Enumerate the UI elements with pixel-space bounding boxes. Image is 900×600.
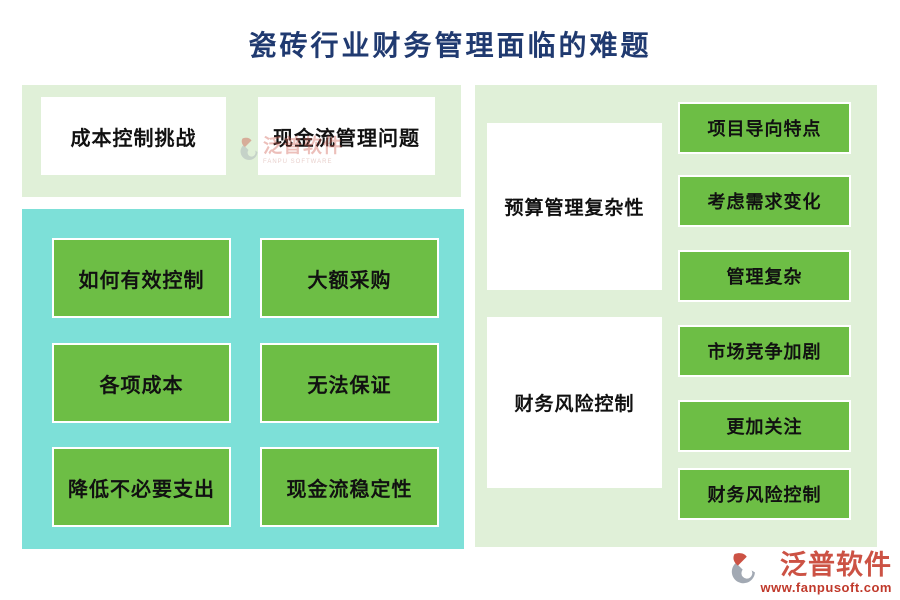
page-title: 瓷砖行业财务管理面临的难题 bbox=[248, 30, 652, 61]
item-large-purchase: 大额采购 bbox=[260, 238, 439, 318]
item-project-oriented: 项目导向特点 bbox=[678, 102, 851, 154]
card-financial-risk: 财务风险控制 bbox=[487, 317, 662, 488]
item-cannot-guarantee: 无法保证 bbox=[260, 343, 439, 423]
footer-brand: 泛普软件 www.fanpusoft.com bbox=[727, 552, 892, 594]
footer-brand-text: 泛普软件 bbox=[780, 550, 892, 580]
item-complex-management: 管理复杂 bbox=[678, 250, 851, 302]
card-cashflow-management: 现金流管理问题 bbox=[258, 97, 435, 175]
footer-brand-url: www.fanpusoft.com bbox=[760, 580, 892, 595]
item-demand-changes: 考虑需求变化 bbox=[678, 175, 851, 227]
item-various-costs: 各项成本 bbox=[52, 343, 231, 423]
item-market-competition: 市场竞争加剧 bbox=[678, 325, 851, 377]
item-risk-control: 财务风险控制 bbox=[678, 468, 851, 520]
fanpu-logo-icon bbox=[732, 553, 756, 584]
card-cost-control: 成本控制挑战 bbox=[41, 97, 226, 175]
item-more-attention: 更加关注 bbox=[678, 400, 851, 452]
item-reduce-spending: 降低不必要支出 bbox=[52, 447, 231, 527]
item-cashflow-stability: 现金流稳定性 bbox=[260, 447, 439, 527]
card-budget-complexity: 预算管理复杂性 bbox=[487, 123, 662, 290]
item-effective-control: 如何有效控制 bbox=[52, 238, 231, 318]
